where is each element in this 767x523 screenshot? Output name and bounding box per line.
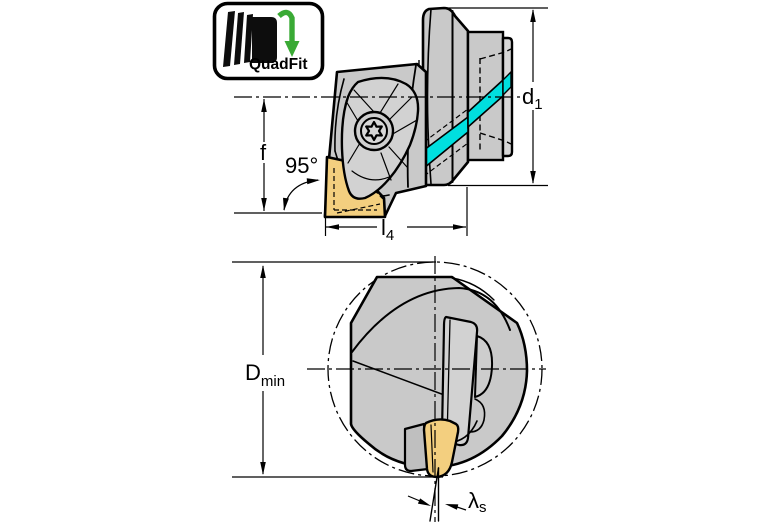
quadfit-shank-icon xyxy=(223,11,277,67)
dimension-l4: l4 xyxy=(324,187,468,244)
l4-label: l4 xyxy=(381,215,394,244)
quadfit-logo-label: QuadFit xyxy=(249,56,308,73)
lambda-s-label: λs xyxy=(468,488,487,516)
angle-95-label: 95° xyxy=(285,153,318,178)
insert-clamp xyxy=(340,76,420,200)
d1-label: d1 xyxy=(522,84,543,113)
coolant-stripe xyxy=(423,70,512,177)
dmin-label: Dmin xyxy=(245,360,285,390)
torx-screw-icon xyxy=(353,110,395,152)
dimension-angle-95: 95° xyxy=(283,153,320,211)
dimension-d1: d1 xyxy=(446,7,548,187)
dimension-lambda-s: λs xyxy=(407,467,487,522)
insert-holder xyxy=(403,422,430,473)
clamp-front xyxy=(440,315,494,447)
side-view: d1 f 95° l4 xyxy=(234,6,548,244)
quadfit-rotate-arrow-icon xyxy=(277,9,300,57)
dimension-f: f xyxy=(234,99,322,214)
f-label: f xyxy=(260,140,267,165)
insert-front xyxy=(403,418,460,479)
tool-head-front xyxy=(349,275,529,469)
front-view: Dmin λs xyxy=(232,256,546,522)
dimension-dmin: Dmin xyxy=(232,261,443,478)
quadfit-logo: QuadFit xyxy=(212,1,325,81)
